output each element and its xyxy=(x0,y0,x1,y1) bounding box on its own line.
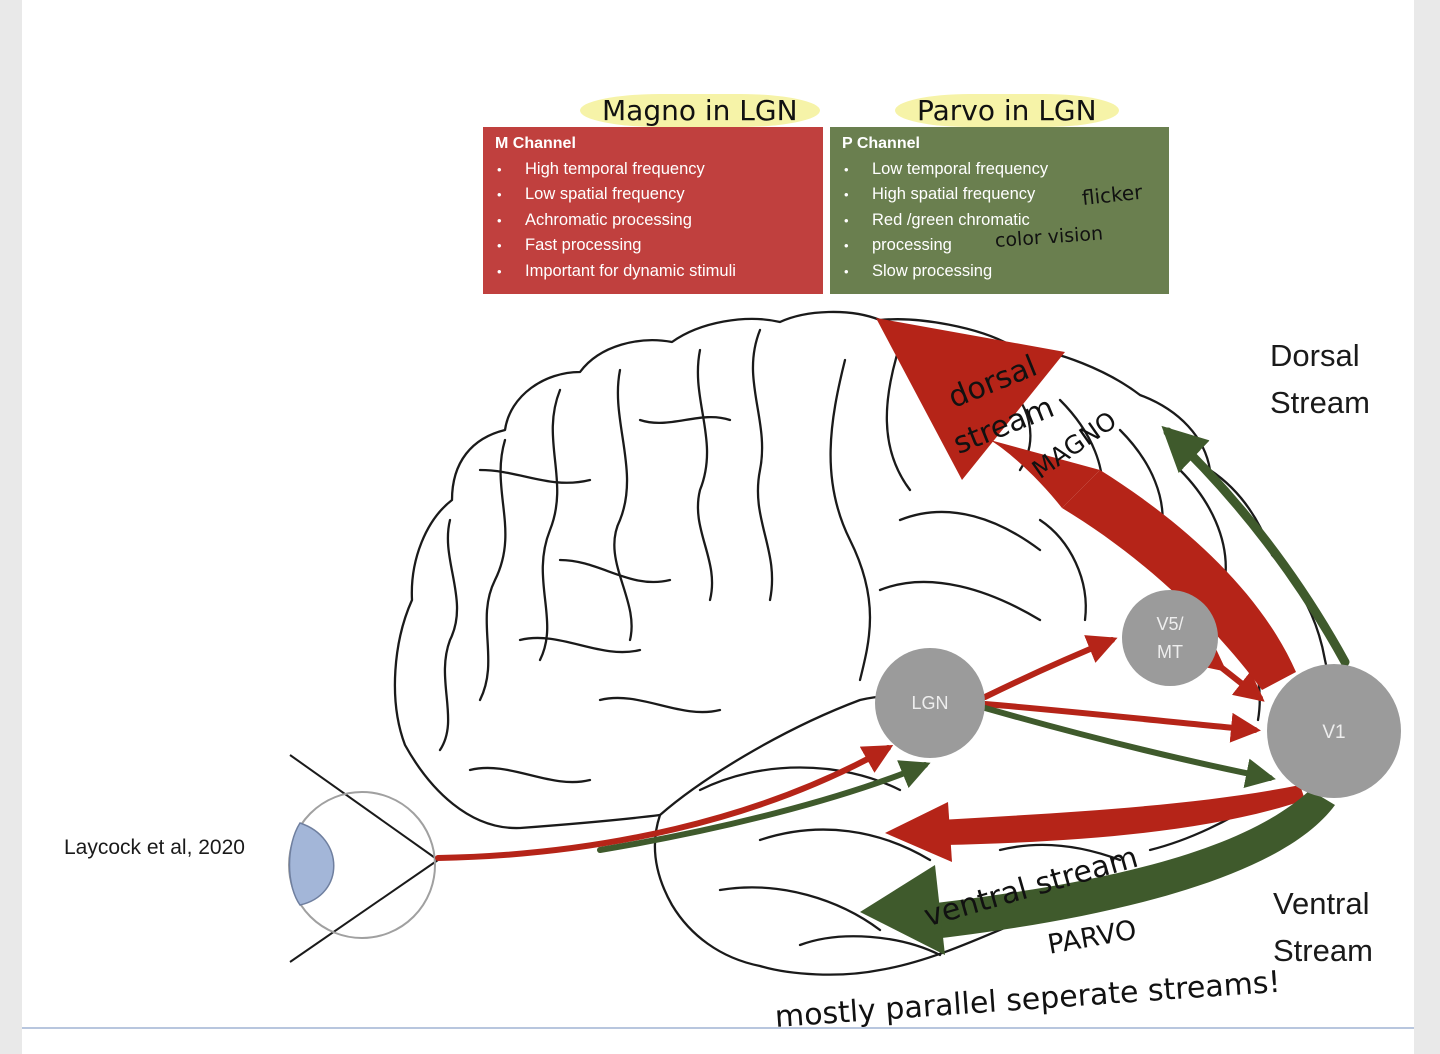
node-v5-label-line1: V5/ xyxy=(1156,614,1183,634)
dorsal-stream-label-line1: Dorsal xyxy=(1270,338,1360,373)
m-channel-item: Important for dynamic stimuli xyxy=(497,259,815,285)
v5-v1-double-arrow xyxy=(1193,641,1265,702)
dorsal-stream-label-line2: Stream xyxy=(1270,385,1370,420)
optic-path-parvo xyxy=(597,760,931,853)
p-channel-item: Red /green chromatic xyxy=(844,208,1161,234)
eye-lens xyxy=(288,822,335,906)
p-channel-item: Slow processing xyxy=(844,259,1161,285)
m-channel-item: Fast processing xyxy=(497,233,815,259)
parvo-header-annotation: Parvo in LGN xyxy=(895,94,1119,127)
ventral-stream-label-line2: Stream xyxy=(1273,933,1373,968)
optic-path-magno xyxy=(435,745,894,861)
parvo-header-text: Parvo in LGN xyxy=(895,94,1119,127)
citation-text: Laycock et al, 2020 xyxy=(64,836,245,859)
p-channel-item: Low temporal frequency xyxy=(844,157,1161,183)
visual-pathways xyxy=(435,425,1350,861)
m-channel-item: Low spatial frequency xyxy=(497,182,815,208)
ventral-parvo-stream-arrow xyxy=(860,790,1335,955)
dorsal-parvo-arrow xyxy=(1161,425,1350,667)
p-channel-item-continuation: processing xyxy=(844,233,1161,259)
p-channel-box: P Channel Low temporal frequency High sp… xyxy=(830,127,1169,294)
p-channel-title: P Channel xyxy=(842,135,920,152)
ventral-stream-label-line1: Ventral xyxy=(1273,886,1370,921)
eye-illustration xyxy=(288,754,439,963)
node-v5-label-line2: MT xyxy=(1157,642,1183,662)
m-channel-item: High temporal frequency xyxy=(497,157,815,183)
magno-header-text: Magno in LGN xyxy=(580,94,820,127)
dorsal-magno-stream-arrow xyxy=(876,318,1296,690)
m-channel-item: Achromatic processing xyxy=(497,208,815,234)
node-lgn-label: LGN xyxy=(911,693,948,713)
magno-header-annotation: Magno in LGN xyxy=(580,94,820,127)
m-channel-list: High temporal frequency Low spatial freq… xyxy=(495,157,815,285)
p-channel-item: High spatial frequency xyxy=(844,182,1161,208)
visual-field-line-upper xyxy=(289,754,439,861)
lgn-to-v1-magno-arrow xyxy=(982,701,1261,743)
node-v5-mt: V5/ MT xyxy=(1122,590,1218,686)
node-lgn: LGN xyxy=(875,648,985,758)
node-v1-label: V1 xyxy=(1322,722,1345,743)
ventral-stream-label: Ventral Stream xyxy=(1273,880,1373,974)
m-channel-title: M Channel xyxy=(495,135,576,152)
ventral-magno-arrow xyxy=(885,785,1305,862)
node-v1: V1 xyxy=(1267,664,1401,798)
m-channel-box: M Channel High temporal frequency Low sp… xyxy=(483,127,823,294)
visual-field-line-lower xyxy=(289,859,439,963)
lgn-to-v5-arrow xyxy=(982,635,1118,700)
p-channel-list: Low temporal frequency High spatial freq… xyxy=(842,157,1161,285)
lgn-to-v1-parvo-arrow xyxy=(982,705,1276,789)
slide-bottom-rule xyxy=(22,1027,1414,1029)
dorsal-stream-label: Dorsal Stream xyxy=(1270,332,1370,426)
